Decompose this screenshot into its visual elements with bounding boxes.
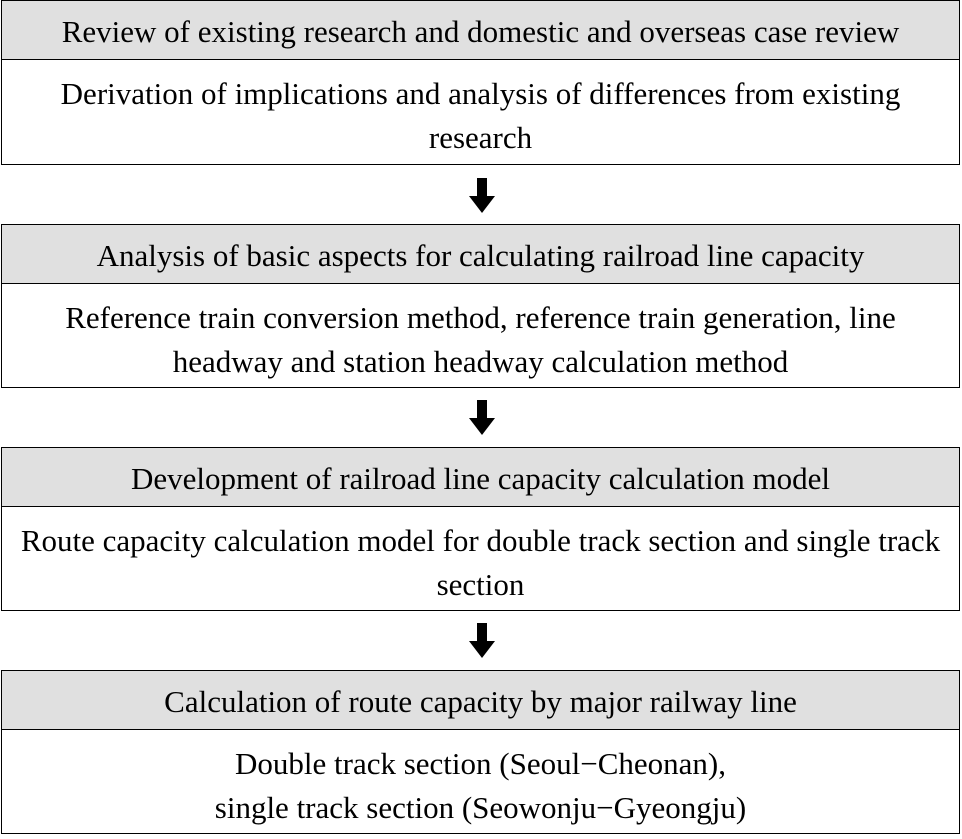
step-4-detail: Double track section (Seoul−Cheonan), si… (2, 730, 959, 839)
step-4-title: Calculation of route capacity by major r… (2, 671, 959, 730)
step-1-detail: Derivation of implications and analysis … (60, 76, 901, 155)
step-2-box: Analysis of basic aspects for calculatin… (1, 224, 960, 388)
step-4-detail-line-2: single track section (Seowonju−Gyeongju) (214, 790, 747, 825)
step-4-box: Calculation of route capacity by major r… (1, 670, 960, 834)
step-2-title: Analysis of basic aspects for calculatin… (2, 225, 959, 284)
step-3-title: Development of railroad line capacity ca… (2, 448, 959, 507)
down-arrow-icon (469, 623, 495, 658)
step-3-detail: Route capacity calculation model for dou… (20, 523, 941, 602)
down-arrow-icon (469, 178, 495, 213)
down-arrow-icon (469, 400, 495, 435)
step-4-detail-line-1: Double track section (Seoul−Cheonan), (235, 746, 726, 781)
step-2-detail: Reference train conversion method, refer… (65, 300, 896, 379)
step-1-box: Review of existing research and domestic… (1, 0, 960, 165)
step-1-title: Review of existing research and domestic… (2, 1, 959, 60)
step-3-box: Development of railroad line capacity ca… (1, 447, 960, 611)
